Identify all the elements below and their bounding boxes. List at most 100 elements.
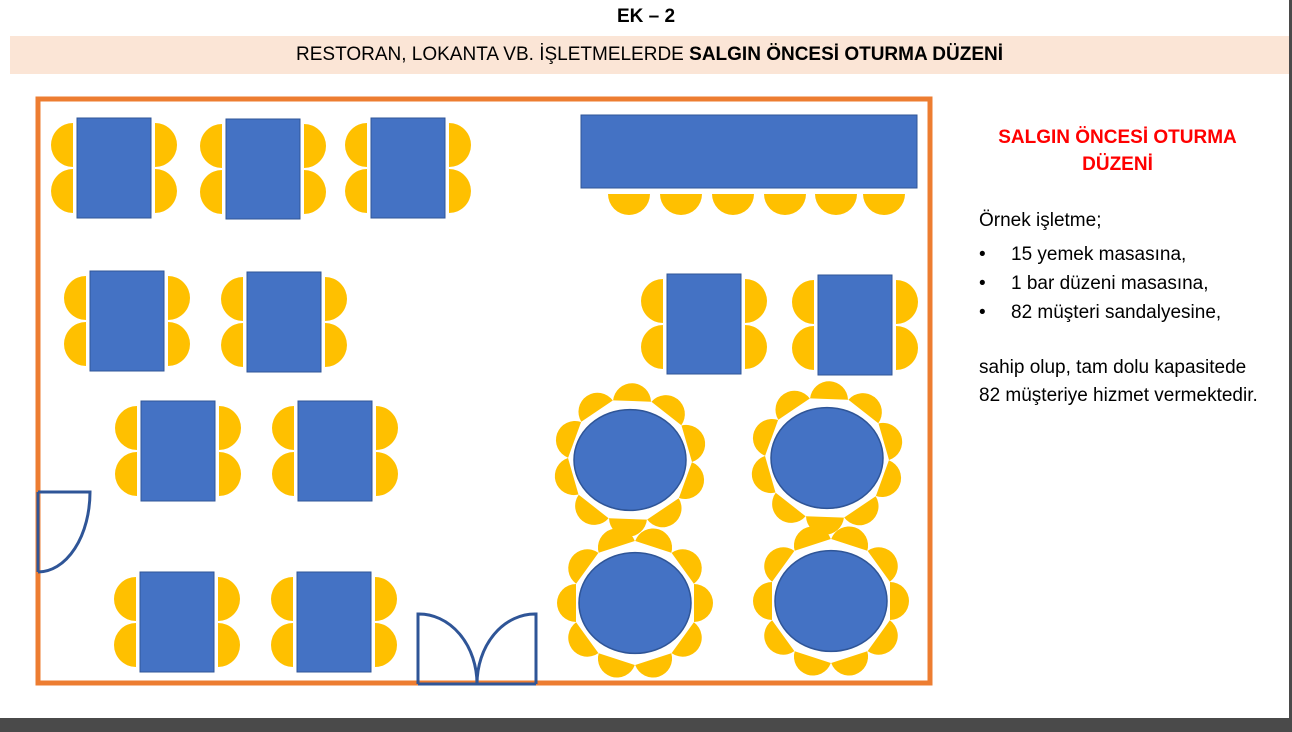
chair [764,547,795,582]
round-table [774,549,888,653]
chair [671,549,702,584]
chair [375,577,397,621]
chair [810,381,848,400]
chair [641,279,663,323]
chair [218,577,240,621]
list-item: • 82 müşteri sandalyesine, [979,298,1221,327]
chair [815,194,857,215]
list-item-text: 1 bar düzeni masasına, [1011,273,1209,294]
chair [694,584,713,622]
round-table [573,408,687,512]
chair [568,549,599,584]
chair [671,622,702,657]
chair [272,406,294,450]
chair [325,323,347,367]
chair [844,496,879,526]
list-item-text: 82 müşteri sandalyesine, [1011,302,1222,323]
table [139,571,215,673]
bar-counter [580,114,918,189]
chair [115,452,137,496]
chair [772,492,806,523]
chair [554,458,579,496]
bullet-icon: • [979,302,986,323]
table [246,271,322,373]
chair [219,452,241,496]
chair [449,123,471,167]
side-list: • 15 yemek masasına, • 1 bar düzeni masası… [979,240,1221,327]
entrance-door-right [475,612,538,685]
chair [304,170,326,214]
round-table [578,551,692,655]
chair [271,623,293,667]
chair [890,582,909,620]
chair [557,584,576,622]
chair [608,194,650,215]
chair [114,623,136,667]
chair [200,124,222,168]
chair [712,194,754,215]
chair [64,322,86,366]
entrance-door-left [416,612,479,685]
side-title: SALGIN ÖNCESİ OTURMA DÜZENİ [998,127,1237,175]
chair [647,498,682,528]
chair [651,395,685,426]
chair [155,169,177,213]
chair [345,123,367,167]
chair [848,393,882,424]
bullet-icon: • [979,273,986,294]
slide: EK – 2 RESTORAN, LOKANTA VB. İŞLETMELERD… [0,0,1289,718]
side-door [37,490,92,574]
chair [168,276,190,320]
chair [751,456,776,494]
table [297,400,373,502]
chair [555,420,582,458]
chair [764,194,806,215]
chair [375,623,397,667]
list-item: • 1 bar düzeni masasına, [979,269,1221,298]
list-item-text: 15 yemek masasına, [1011,244,1187,265]
chair [168,322,190,366]
table [666,273,742,375]
chair [875,460,902,498]
chair [115,406,137,450]
chair [221,277,243,321]
chair [752,418,779,456]
chair [219,406,241,450]
chair [568,622,599,657]
chair [753,582,772,620]
chair [896,326,918,370]
chair [325,277,347,321]
table [370,117,446,219]
chair [345,169,367,213]
table [296,571,372,673]
chair [793,526,831,551]
chair [51,169,73,213]
chair [613,383,651,402]
banner-title-prefix: RESTORAN, LOKANTA VB. İŞLETMELERDE [296,44,690,65]
chair [155,123,177,167]
chair [575,494,609,525]
side-body: sahip olup, tam dolu kapasitede 82 müşte… [979,357,1258,406]
chair [221,323,243,367]
chair [449,169,471,213]
chair [376,452,398,496]
table [76,117,152,219]
chair [863,194,905,215]
chair [64,276,86,320]
chair [831,526,869,551]
chair [218,623,240,667]
table [817,274,893,376]
annex-label: EK – 2 [616,6,676,27]
chair [793,651,831,676]
chair [114,577,136,621]
banner-title: RESTORAN, LOKANTA VB. İŞLETMELERDE SALGI… [10,36,1289,74]
bullet-icon: • [979,244,986,265]
chair [745,325,767,369]
chair [578,392,613,422]
chair [597,528,635,553]
table [225,118,301,220]
chair [641,325,663,369]
chair [635,528,673,553]
chair [681,424,706,462]
